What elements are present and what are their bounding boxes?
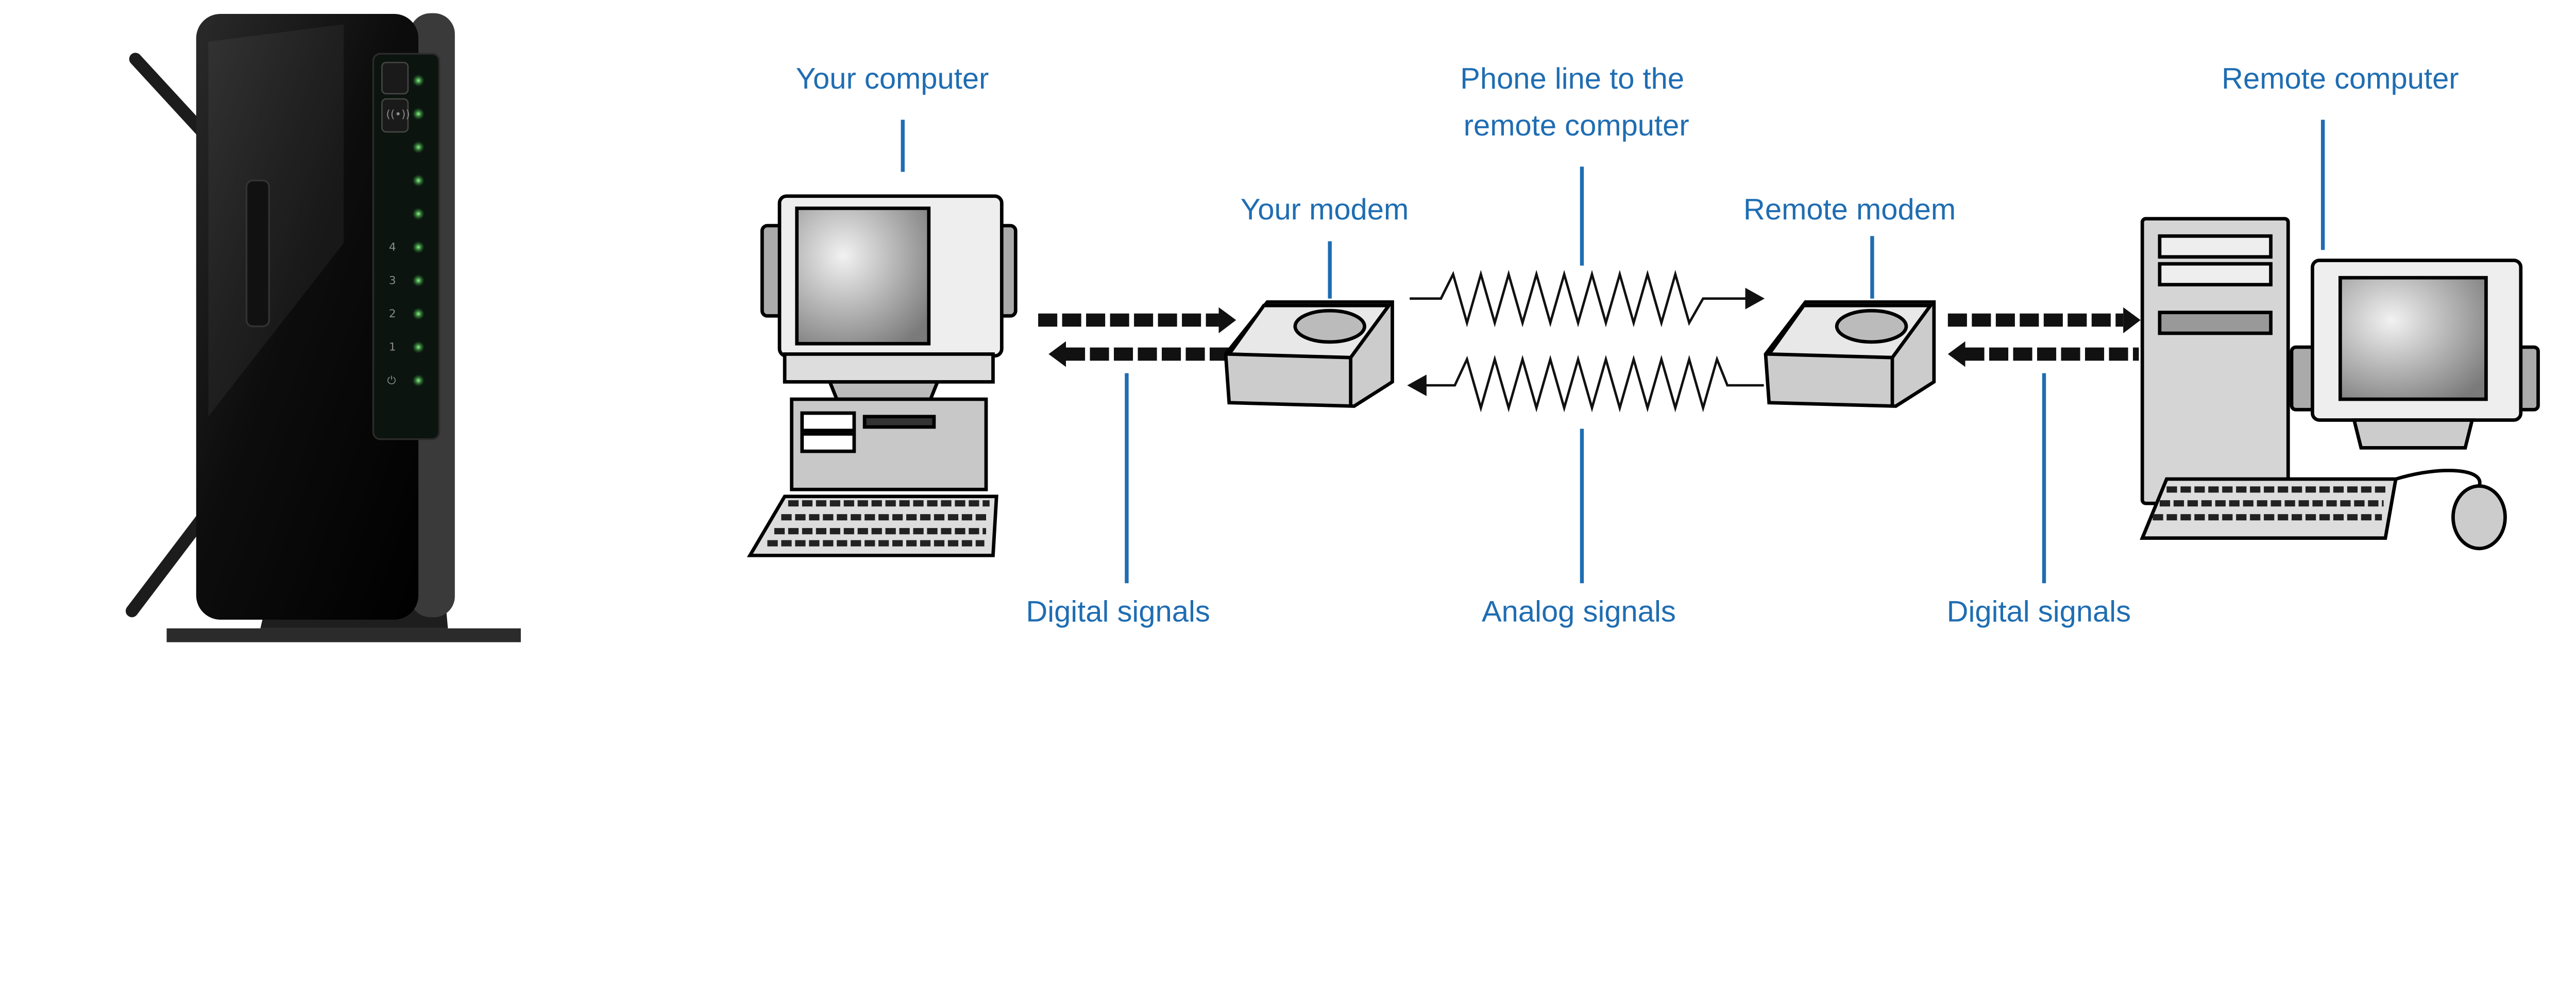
wireless-icon: ((•)) [386,108,410,121]
digital-arrows-left [1038,307,1236,367]
router-body [196,13,419,620]
leader-lines [901,120,2325,584]
label-phone-line: Phone line to the remote computer [1460,62,1692,142]
antenna-left-bottom [125,504,215,618]
label-phone-line-2: remote computer [1464,109,1689,142]
analog-wave-top [1410,269,1765,328]
wps-button[interactable] [381,61,409,95]
remote-computer-icon [2140,217,2540,551]
label-phone-line-1: Phone line to the [1460,62,1684,95]
analog-wave-bottom [1407,354,1764,413]
label-your-computer: Your computer [796,62,989,95]
status-leds [412,74,425,387]
label-digital-signals-right: Digital signals [1947,595,2131,628]
remote-modem-icon [1764,300,1936,408]
label-your-modem: Your modem [1241,193,1409,226]
router-stand [166,628,521,642]
your-modem-icon [1224,300,1394,408]
router-image: ((•)) 4 3 2 1 ⏻ [125,13,521,642]
router-logo-badge [245,179,270,328]
port-label-4: 4 [389,241,396,254]
wireless-button[interactable] [381,98,409,133]
digital-arrows-right [1947,307,2141,367]
label-remote-modem: Remote modem [1743,193,1956,226]
your-computer-icon [747,194,1018,557]
port-label-2: 2 [389,308,396,320]
power-icon: ⏻ [387,374,396,387]
port-label-3: 3 [389,274,396,287]
modem-diagram-canvas: ((•)) 4 3 2 1 ⏻ Your computer Phone line… [125,13,2540,642]
label-analog-signals: Analog signals [1482,595,1676,628]
port-label-1: 1 [389,341,396,354]
label-digital-signals-left: Digital signals [1026,595,1210,628]
label-remote-computer: Remote computer [2222,62,2459,95]
